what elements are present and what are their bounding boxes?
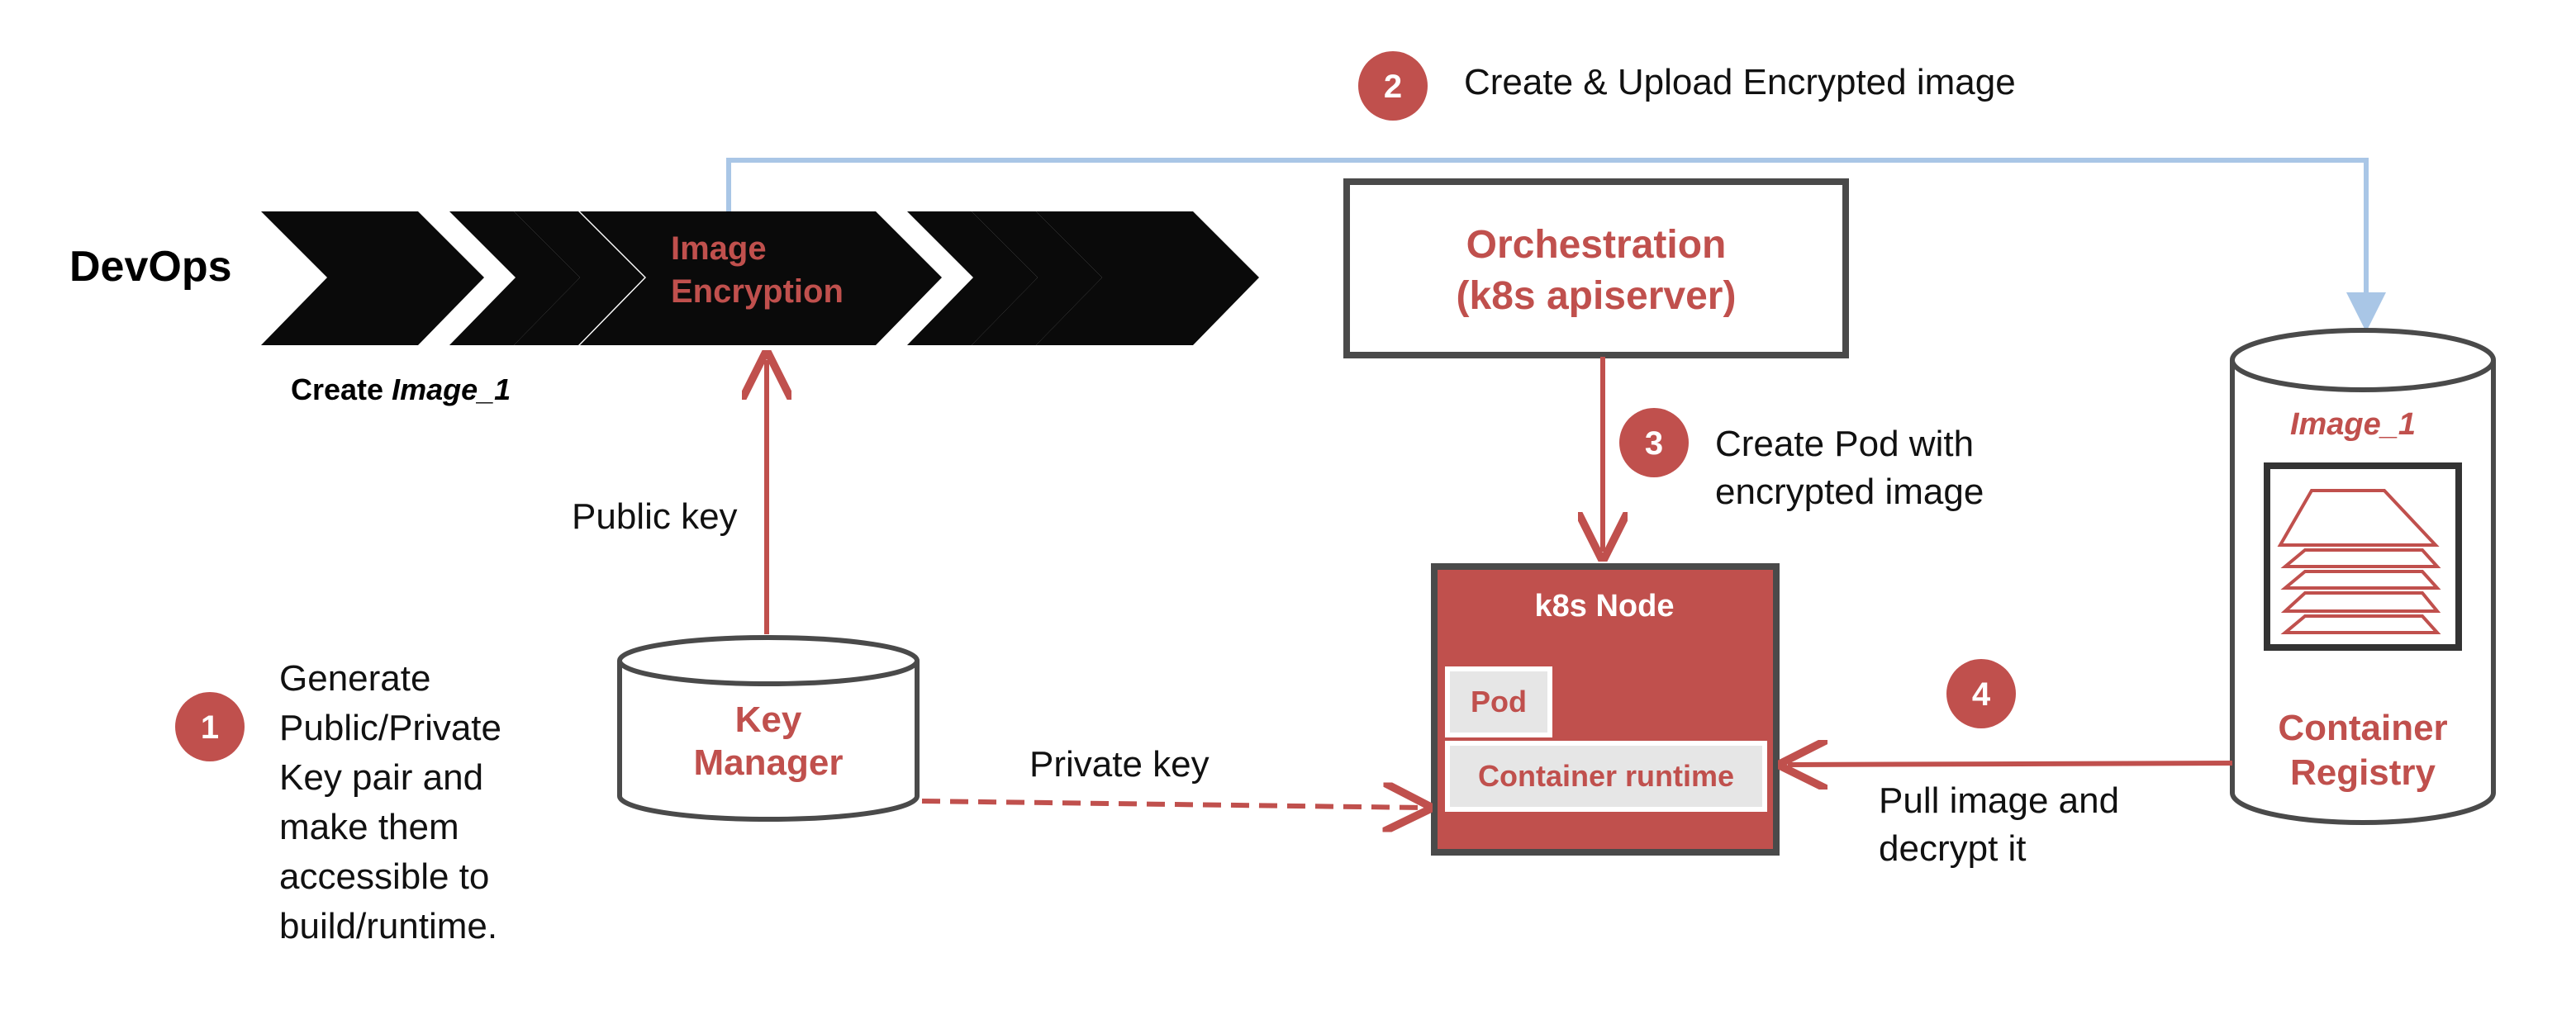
step-1-badge [175, 692, 245, 761]
orchestration-label: Orchestration(k8s apiserver) [1457, 223, 1737, 318]
pull-image-arrow [1788, 763, 2233, 765]
step-4-badge [1946, 659, 2016, 728]
orchestration-box [1343, 178, 1849, 358]
pod-box [1445, 666, 1552, 737]
key-manager-top [617, 635, 920, 686]
step-3-badge [1619, 408, 1689, 477]
devops-pipeline [261, 211, 1259, 345]
pipeline-chevron-4 [580, 211, 942, 345]
devops-label: DevOps [69, 243, 232, 291]
registry-cylinder-top [2230, 328, 2496, 392]
pod-label: Pod [1471, 685, 1527, 718]
container-runtime-box [1445, 741, 1767, 812]
pipeline-chevron-3 [514, 211, 644, 345]
pipeline-chevron-1 [261, 211, 484, 345]
pipeline-chevron-7 [1036, 211, 1259, 345]
container-runtime-label: Container runtime [1478, 759, 1734, 793]
image-layers-icon [2277, 489, 2441, 634]
step-4-number: 4 [1972, 676, 1991, 713]
upload-connector [726, 158, 2386, 332]
private-key-arrow [921, 801, 1423, 808]
step-1-number: 1 [201, 709, 219, 746]
public-key-label: Public key [572, 496, 738, 537]
step-2-badge [1358, 51, 1428, 121]
step-2-label: Create & Upload Encrypted image [1464, 62, 2016, 102]
create-image-caption: Create Image_1 [291, 372, 511, 406]
registry-image-label: Image_1 [2290, 407, 2416, 442]
k8s-node-title: k8s Node [1535, 589, 1675, 624]
private-key-label: Private key [1029, 744, 1210, 785]
key-manager-body [617, 661, 920, 822]
step-2-number: 2 [1384, 69, 1402, 105]
step-3-number: 3 [1645, 425, 1663, 462]
